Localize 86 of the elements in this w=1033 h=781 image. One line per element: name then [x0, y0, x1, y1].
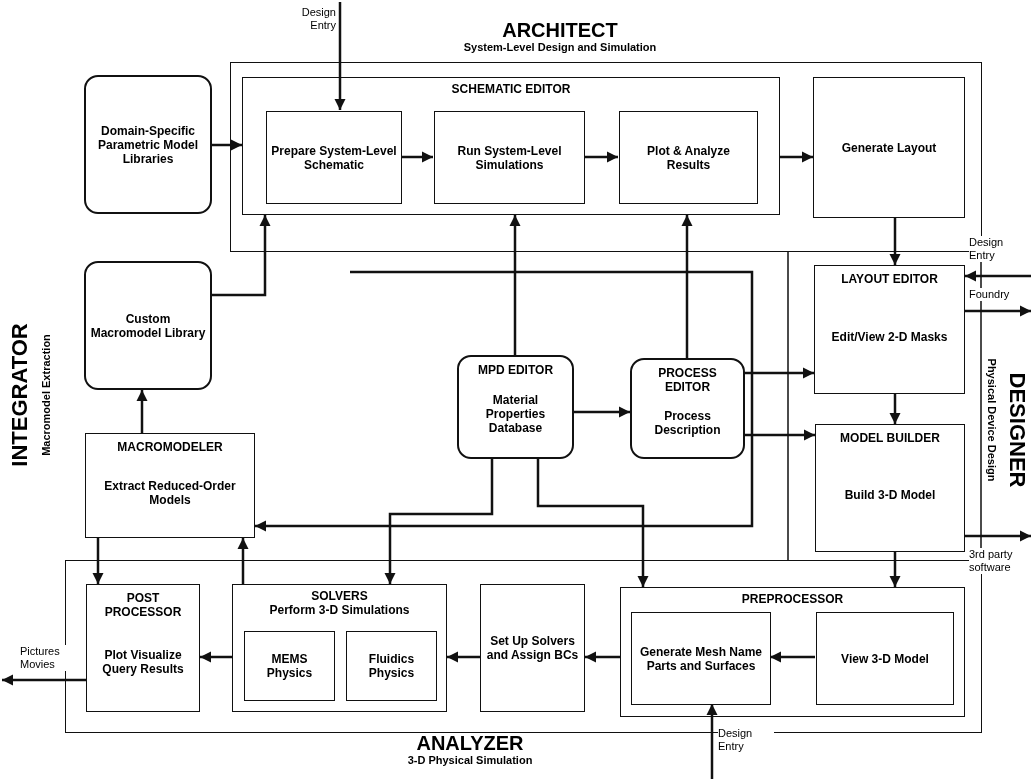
process-box — [346, 631, 437, 701]
arrow — [770, 651, 815, 663]
region-subtitle: 3-D Physical Simulation — [407, 754, 533, 766]
region-subtitle: Physical Device Design — [985, 358, 998, 482]
box-text: Run System-Level Simulations — [456, 143, 563, 172]
box-subtitle: Perform 3-D Simulations — [269, 603, 410, 617]
arrow — [401, 151, 433, 163]
region-title: ANALYZER — [416, 733, 524, 754]
box-title: SCHEMATIC EDITOR — [451, 82, 571, 96]
arrow — [584, 151, 618, 163]
process-box — [814, 265, 965, 394]
arrow — [681, 215, 693, 358]
arrow — [889, 218, 901, 265]
box-text: Generate Mesh Name Parts and Surfaces — [638, 644, 764, 673]
arrow — [237, 538, 249, 584]
rounded-box — [84, 75, 212, 214]
process-box — [813, 77, 965, 218]
box-title: SOLVERS — [311, 589, 368, 603]
arrow — [889, 394, 901, 424]
box-text: Edit/View 2-D Masks — [831, 329, 948, 344]
arrow — [255, 270, 754, 532]
process-box — [815, 424, 965, 552]
box-text: Prepare System-Level Schematic — [271, 143, 397, 172]
arrow — [745, 429, 815, 441]
arrow — [212, 139, 242, 151]
group-box — [232, 584, 447, 712]
region-subtitle: Macromodel Extraction — [40, 334, 53, 456]
box-text: MEMS Physics — [265, 652, 314, 680]
arrow — [212, 215, 271, 297]
group-box — [242, 77, 780, 215]
region-title: ARCHITECT — [502, 20, 618, 41]
box-text: Custom Macromodel Library — [90, 311, 206, 340]
process-box — [480, 584, 585, 712]
arrow — [509, 215, 521, 355]
box-text: Plot & Analyze Results — [646, 143, 731, 172]
process-box — [85, 433, 255, 538]
process-box — [619, 111, 758, 204]
box-title: MODEL BUILDER — [840, 431, 940, 445]
box-title: LAYOUT EDITOR — [841, 272, 938, 286]
box-text: Plot Visualize Query Results — [101, 648, 185, 676]
arrow — [965, 530, 1031, 542]
process-box — [244, 631, 335, 701]
arrow — [384, 459, 494, 584]
box-text: Extract Reduced-Order Models — [103, 478, 237, 507]
edge-label: Foundry — [969, 288, 1010, 301]
process-box — [266, 111, 402, 204]
arrow — [585, 651, 620, 663]
process-box — [86, 584, 200, 712]
box-title: MPD EDITOR — [477, 363, 554, 377]
arrow — [965, 270, 1031, 282]
arrow — [574, 406, 630, 418]
rounded-box — [630, 358, 745, 459]
box-text: Build 3-D Model — [844, 488, 936, 502]
box-text: Domain-Specific Parametric Model Libraries — [96, 123, 199, 166]
region-title: INTEGRATOR — [8, 323, 32, 467]
arrow — [965, 305, 1031, 317]
process-box — [631, 612, 771, 705]
region-title: DESIGNER — [1005, 372, 1029, 488]
arrow — [706, 704, 718, 779]
arrow — [136, 390, 148, 433]
region-subtitle: System-Level Design and Simulation — [463, 41, 657, 53]
arrow — [447, 651, 480, 663]
box-title: PROCESS EDITOR — [657, 366, 718, 394]
arrow — [334, 2, 346, 110]
edge-label: Design Entry — [718, 727, 774, 753]
process-box — [816, 612, 954, 705]
process-box — [434, 111, 585, 204]
box-text: Generate Layout — [841, 140, 937, 155]
box-text: Process Description — [653, 408, 722, 437]
arrow — [200, 651, 232, 663]
rounded-box — [457, 355, 574, 459]
box-title: POST PROCESSOR — [103, 591, 183, 619]
arrow — [889, 552, 901, 587]
arrow — [92, 538, 104, 584]
box-text: Fluidics Physics — [367, 652, 416, 680]
rounded-box — [84, 261, 212, 390]
arrow — [745, 367, 814, 379]
arrow — [780, 151, 813, 163]
box-text: View 3-D Model — [841, 651, 929, 666]
box-title: PREPROCESSOR — [741, 592, 844, 606]
box-title: MACROMODELER — [117, 440, 223, 454]
arrow — [536, 459, 649, 587]
group-box — [620, 587, 965, 717]
box-text: Set Up Solvers and Assign BCs — [485, 634, 580, 662]
arrow — [2, 674, 86, 686]
box-text: Material Properties Database — [484, 393, 547, 435]
